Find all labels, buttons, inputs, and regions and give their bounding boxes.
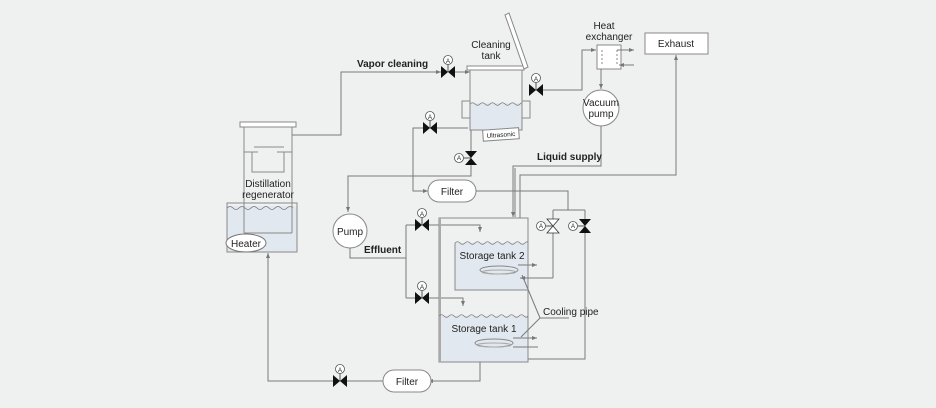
svg-text:A: A [446, 59, 450, 65]
pump-name: Pump [337, 227, 364, 238]
cleaning-tank-label: Cleaning [471, 40, 510, 51]
filter-bottom-label: Filter [396, 377, 419, 388]
cooling-pipe-label: Cooling pipe [543, 307, 599, 318]
svg-text:A: A [571, 224, 575, 230]
storage-tanks: Storage tank 2 Storage tank 1 [438, 217, 553, 363]
cleaning-tank: Ultrasonic Cleaning tank [461, 12, 531, 142]
filter-top-label: Filter [441, 187, 464, 198]
liquid-supply-label: Liquid supply [537, 152, 602, 163]
ultrasonic-label: Ultrasonic [486, 131, 516, 140]
svg-text:A: A [420, 285, 424, 291]
pump-label: pump [588, 109, 613, 120]
svg-text:A: A [539, 224, 543, 230]
heat-label: Heat [593, 21, 614, 32]
regenerator-label: regenerator [242, 190, 294, 201]
distillation-regenerator: Distillation regenerator Heater [225, 121, 298, 253]
svg-text:A: A [338, 368, 342, 374]
cleaning-tank-label-2: tank [482, 51, 502, 62]
svg-text:A: A [534, 77, 538, 83]
effluent-label: Effluent [364, 245, 402, 256]
exhaust-box [644, 32, 709, 55]
heat-exchanger: Heat exchanger [586, 21, 634, 70]
svg-text:A: A [457, 156, 461, 162]
vapor-cleaning-label: Vapor cleaning [357, 59, 428, 70]
svg-text:A: A [428, 115, 432, 121]
exhaust-label: Exhaust [658, 39, 694, 50]
heater-label: Heater [231, 239, 262, 250]
svg-text:A: A [420, 212, 424, 218]
storage-tank-2-label: Storage tank 2 [459, 251, 524, 262]
distillation-label: Distillation [245, 179, 291, 190]
exchanger-label: exchanger [586, 32, 633, 43]
storage-tank-1-label: Storage tank 1 [451, 324, 516, 335]
vacuum-label: Vacuum [583, 98, 619, 109]
